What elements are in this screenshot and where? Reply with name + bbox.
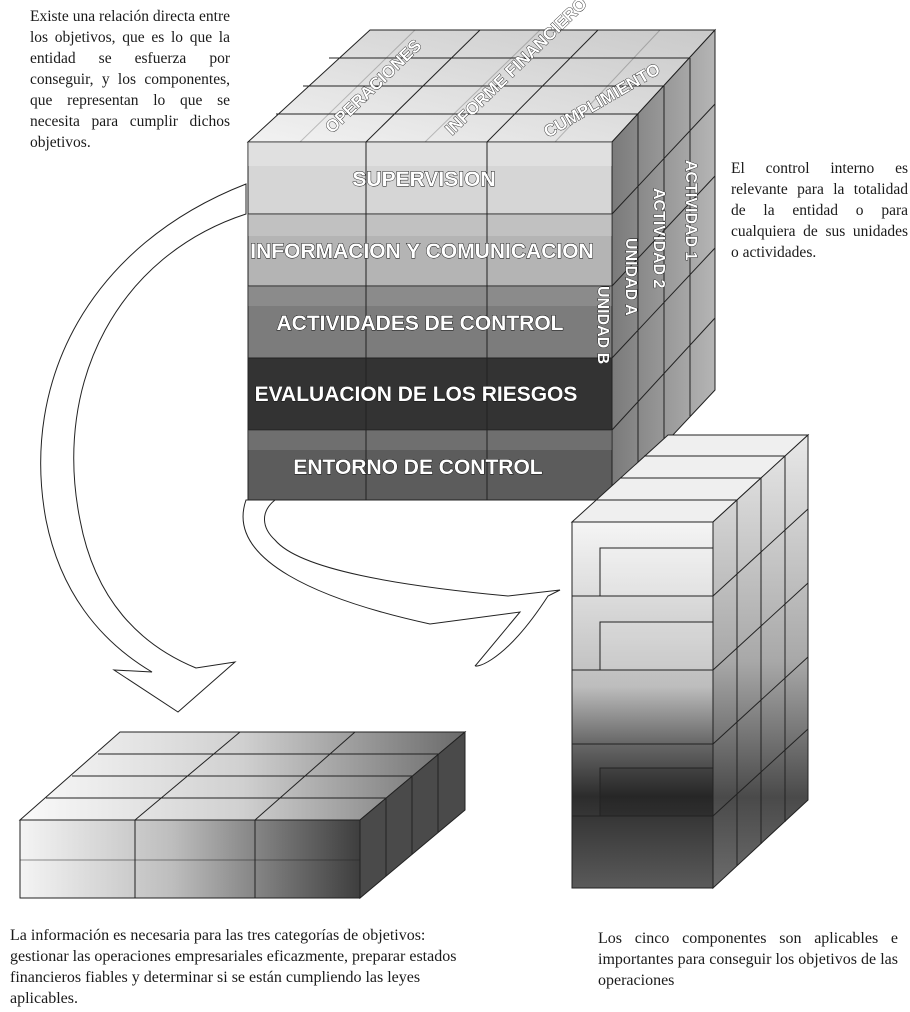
note-five-components: Los cinco componentes son aplicables e i… <box>598 930 898 989</box>
main-cube <box>246 28 717 502</box>
component-entorno: ENTORNO DE CONTROL <box>293 456 542 479</box>
unit-actividad-1: ACTIVIDAD 1 <box>682 160 699 261</box>
unit-labels: UNIDAD B UNIDAD A ACTIVIDAD 2 ACTIVIDAD … <box>594 160 700 365</box>
component-supervision: SUPERVISION <box>352 168 495 191</box>
unit-unidad-b: UNIDAD B <box>594 286 611 364</box>
unit-actividad-2: ACTIVIDAD 2 <box>650 188 667 289</box>
row-informacion <box>247 213 613 287</box>
component-evaluacion: EVALUACION DE LOS RIESGOS <box>255 383 578 406</box>
arrow-to-information-slab <box>40 183 247 713</box>
row-evaluacion <box>247 357 613 431</box>
component-actividades: ACTIVIDADES DE CONTROL <box>276 312 563 335</box>
arrow-to-operations-tower <box>242 499 561 667</box>
operations-tower <box>570 433 810 890</box>
note-information-categories: La información es necesaria para las tre… <box>10 927 457 1007</box>
row-actividades <box>247 285 613 359</box>
unit-unidad-a: UNIDAD A <box>622 238 639 316</box>
row-entorno <box>247 429 613 501</box>
row-supervision <box>247 141 613 215</box>
component-informacion: INFORMACION Y COMUNICACION <box>250 240 593 263</box>
component-labels: SUPERVISION INFORMACION Y COMUNICACION A… <box>250 168 594 480</box>
note-objectives-components: Existe una relación directa entre los ob… <box>30 8 230 151</box>
note-entity-units: El control interno es relevante para la … <box>731 160 908 261</box>
information-slab <box>18 730 467 900</box>
